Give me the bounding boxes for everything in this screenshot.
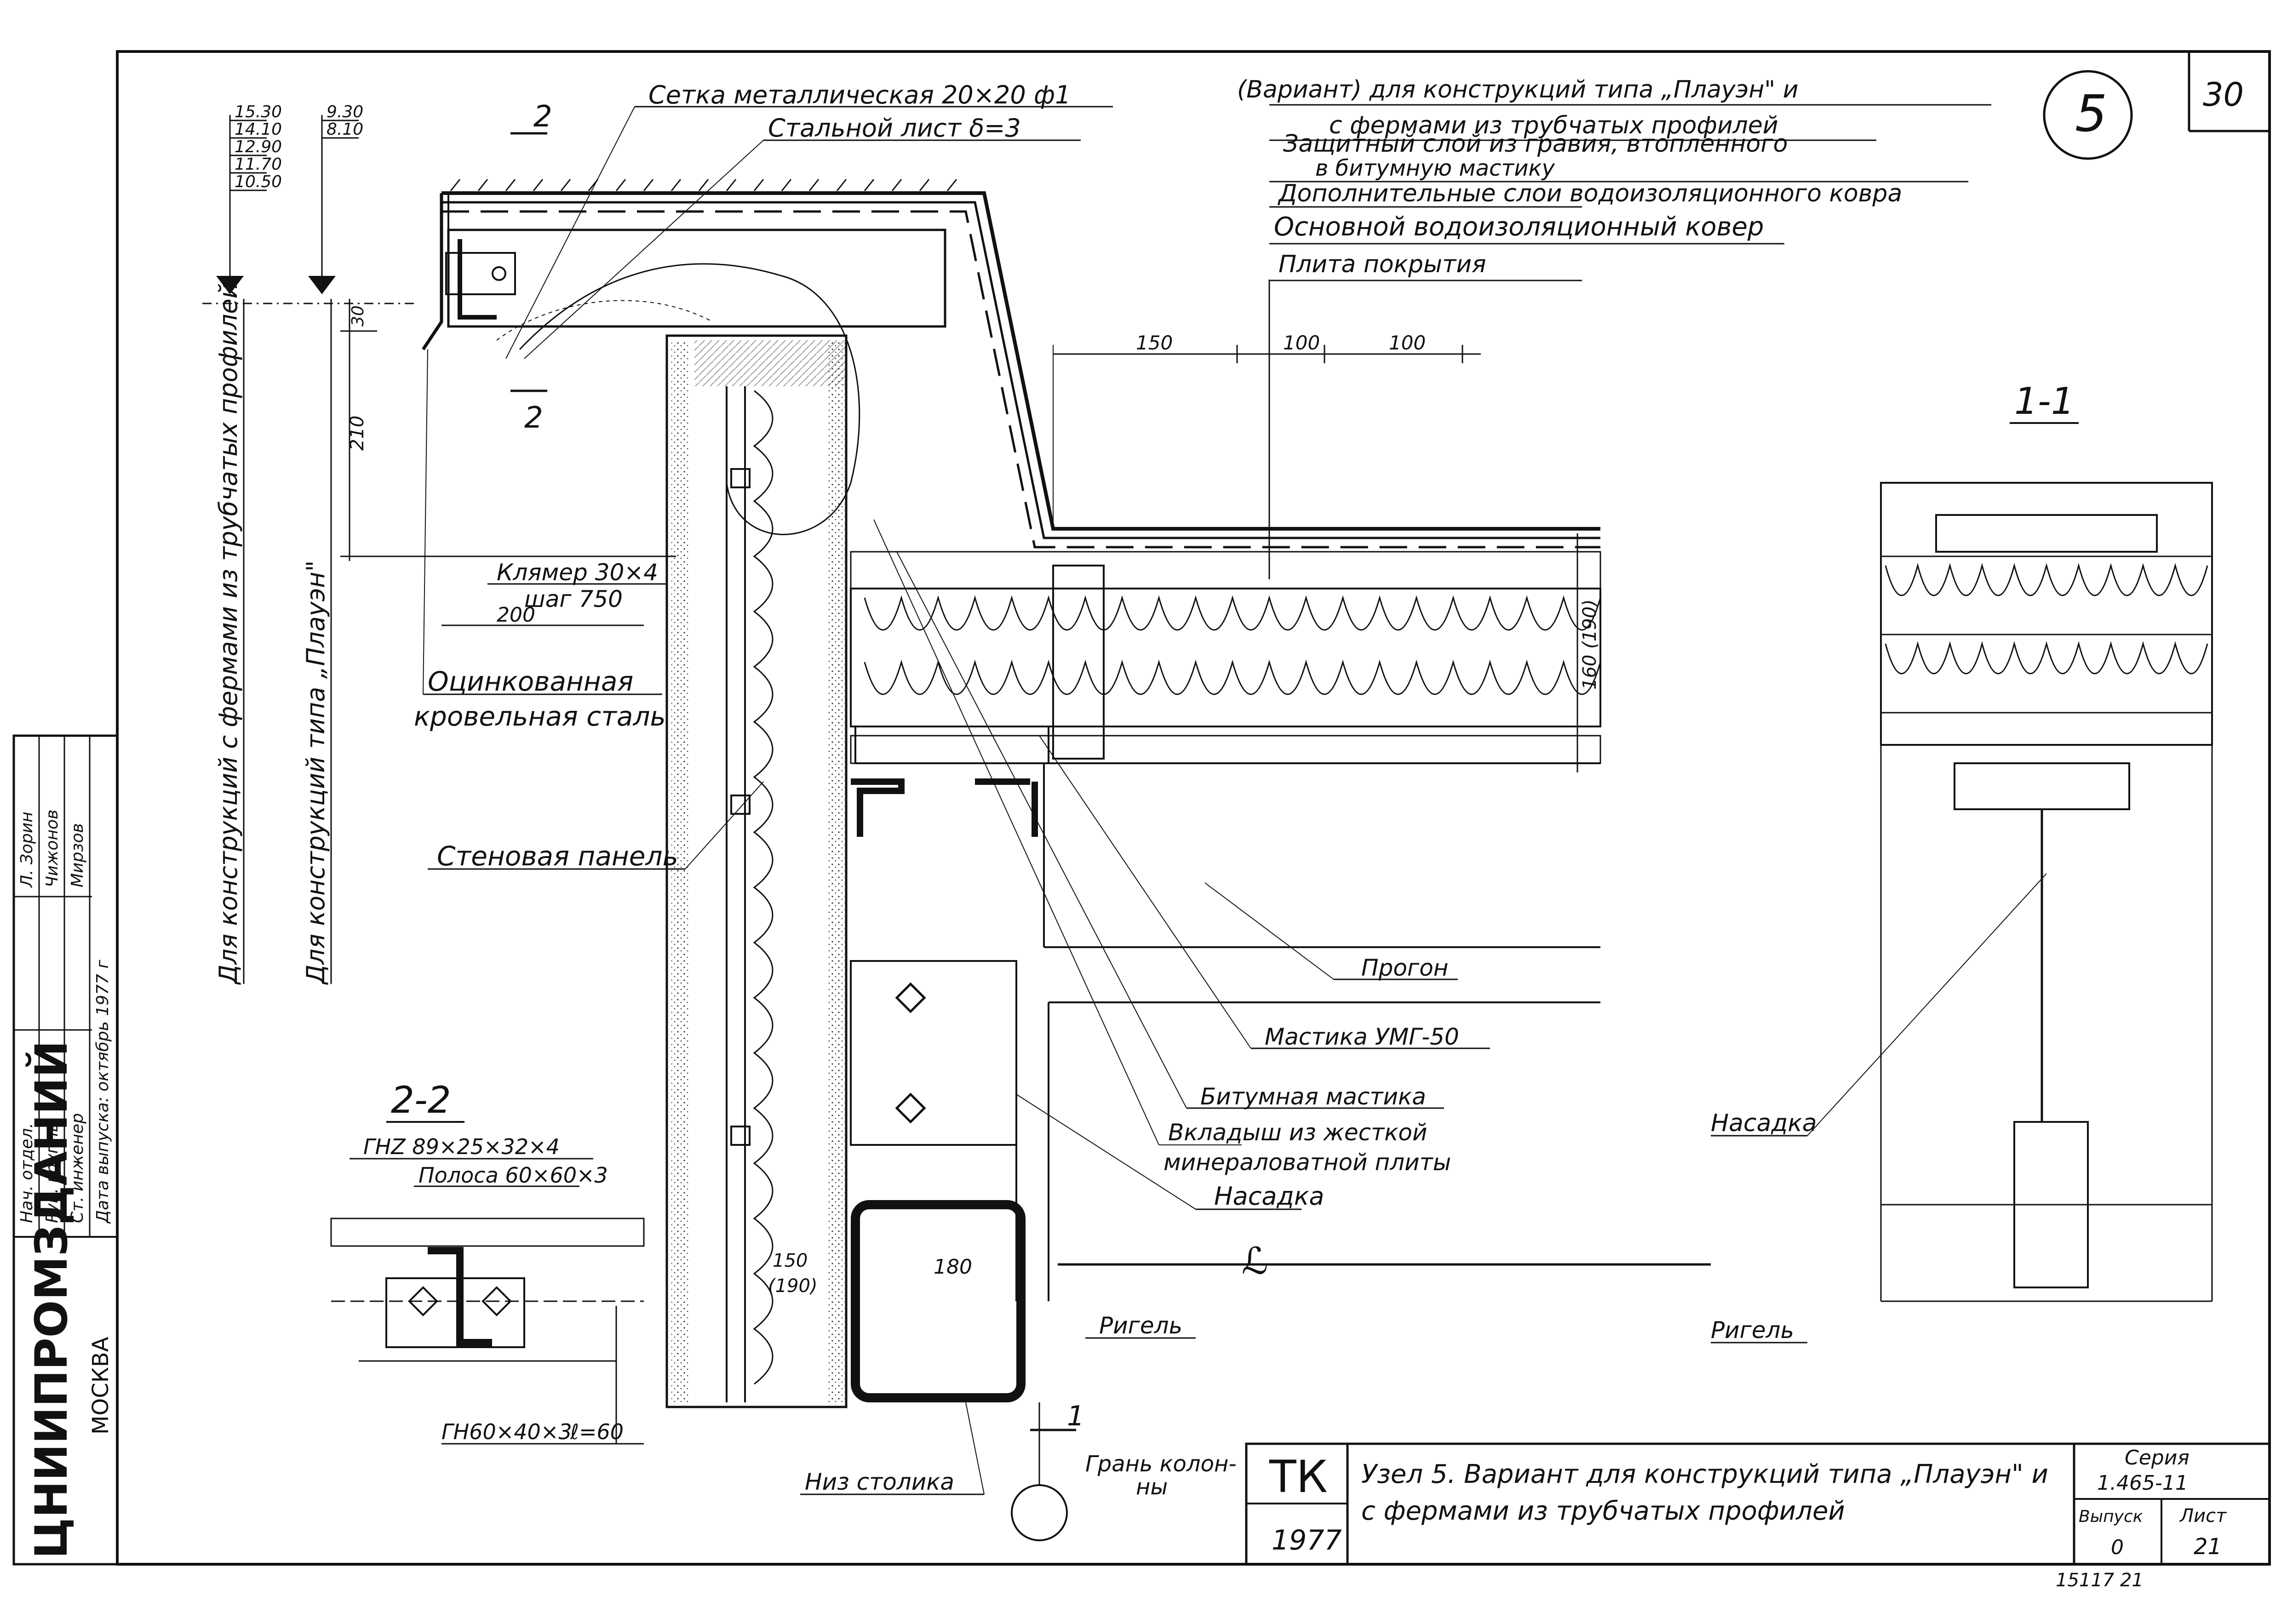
label-polosa: Полоса 60×60×3 (418, 1163, 608, 1188)
series-value: 1.465-11 (2097, 1471, 2188, 1495)
sig-date: Дата выпуска: октябрь 1977 г (93, 960, 112, 1224)
label-nasadka: Насадка (1214, 1182, 1324, 1211)
vertical-caption-plauen: Для конструкций типа „Плауэн" (301, 560, 330, 985)
dim-slab-thickness: 160 (190) (1576, 533, 1600, 772)
elev-2: 12.90 (235, 137, 282, 156)
series-label: Серия (2125, 1446, 2190, 1470)
elev-4: 10.50 (235, 172, 282, 191)
label-col-face-1: Грань колон- (1085, 1451, 1237, 1477)
column-bottom: 1 (800, 1400, 1084, 1541)
label-l-axis: ℒ (1242, 1240, 1268, 1282)
dim-parapet-height: 30 210 (340, 299, 377, 561)
leaders-right (873, 519, 1490, 1339)
elevation-marks: 15.30 14.10 12.90 11.70 10.50 9.30 8.10 (202, 103, 676, 557)
title-line-1: Узел 5. Вариант для конструкций типа „Пл… (1361, 1459, 2048, 1489)
label-purlin: Прогон (1361, 955, 1448, 981)
leaders-left (423, 106, 1113, 870)
cut-1: 1 (1067, 1400, 1084, 1432)
label-col-face-2: ны (1136, 1474, 1168, 1500)
section-1-1-title: 1-1 (2014, 380, 2075, 423)
label-steel-sheet: Стальной лист δ=3 (768, 114, 1021, 143)
elev-1: 14.10 (235, 120, 282, 139)
sig-name-1: Чижонов (43, 810, 62, 887)
sheet-number-box: 30 (2188, 51, 2270, 132)
sheet-number: 30 (2203, 76, 2244, 114)
legend-line-4: Дополнительные слои водоизоляционного ко… (1278, 180, 1902, 207)
label-col-bottom: Низ столика (805, 1469, 954, 1495)
label-wall-panel: Стеновая панель (437, 841, 678, 872)
label-galv-1: Оцинкованная (428, 666, 633, 697)
legend-line-5: Основной водоизоляционный ковер (1274, 212, 1764, 242)
sig-role-1: Рук. группы (43, 1119, 62, 1223)
node-number-badge: 5 (2043, 70, 2133, 160)
label-l60: ℓ=60 (570, 1419, 624, 1444)
label-clamp: Клямер 30×4 (497, 559, 658, 586)
label-insert-2: минераловатной плиты (1164, 1149, 1451, 1176)
label-dim-190b: (190) (768, 1275, 818, 1297)
label-gnz: ГНZ 89×25×32×4 (363, 1134, 560, 1159)
label-dim-200: 200 (497, 603, 535, 627)
dim-100a: 100 (1283, 332, 1320, 354)
label-rigel: Ригель (1099, 1312, 1182, 1339)
dim-30: 30 (349, 305, 367, 326)
signature-block: Нач. отдел. Л. Зорин Рук. группы Чижонов… (12, 734, 119, 1566)
dim-100b: 100 (1389, 332, 1426, 354)
section-cut-2: 2 2 (510, 100, 552, 435)
issue-label: Выпуск (2079, 1507, 2143, 1526)
dim-150: 150 (1136, 332, 1173, 354)
label-mesh: Сетка металлическая 20×20 ф1 (648, 80, 1071, 109)
legend-line-3: в битумную мастику (1315, 155, 1555, 181)
bottom-stamp: 15117 21 (2056, 1570, 2144, 1591)
elev-0: 15.30 (235, 103, 282, 121)
title-block: ТК 1977 Узел 5. Вариант для конструкций … (1245, 1442, 2271, 1566)
label-rigel-2: Ригель (1711, 1317, 1794, 1344)
org-name: ЦНИИПРОМЗДАНИЙ (25, 1041, 77, 1559)
label-mastic-umg: Мастика УМГ-50 (1265, 1024, 1459, 1050)
layer-legend: (Вариант) для конструкций типа „Плауэн" … (1237, 76, 1991, 579)
label-gn60: ГН60×40×3 (441, 1419, 572, 1444)
elev2-1: 8.10 (327, 120, 363, 139)
legend-line-1: с фермами из трубчатых профилей (1329, 112, 1778, 139)
section-2-2: 2-2 ГНZ 89×25×32×4 Полоса 60×60×3 ГН60×4… (330, 1079, 645, 1445)
cut-2-top: 2 (533, 100, 552, 134)
section-2-2-title: 2-2 (391, 1079, 451, 1121)
node-number: 5 (2075, 84, 2107, 143)
sheet-value: 21 (2194, 1534, 2222, 1560)
wall-panel-section (665, 334, 848, 1408)
sheet-label: Лист (2179, 1505, 2227, 1527)
elev-3: 11.70 (235, 155, 282, 174)
section-1-1: 1-1 Насадка Ригель (1711, 380, 2213, 1344)
legend-line-2: Защитный слой из гравия, втопленного (1283, 130, 1788, 158)
label-clamp-step: шаг 750 (524, 586, 623, 612)
title-year: 1977 (1272, 1524, 1342, 1556)
elev2-0: 9.30 (327, 103, 363, 121)
vertical-caption-tubes: Для конструкций с фермами из трубчатых п… (214, 282, 243, 985)
label-insert-1: Вкладыш из жесткой (1168, 1119, 1427, 1146)
title-line-2: с фермами из трубчатых профилей (1361, 1496, 1845, 1526)
label-galv-2: кровельная сталь (414, 701, 666, 732)
legend-line-0: (Вариант) для конструкций типа „Плауэн" … (1237, 76, 1799, 103)
dim-210: 210 (347, 416, 368, 451)
sig-name-0: Л. Зорин (17, 812, 36, 888)
org-city: МОСКВА (88, 1337, 114, 1435)
dim-160-190: 160 (190) (1579, 599, 1600, 690)
sig-role-2: Ст. инженер (68, 1113, 87, 1223)
sig-name-2: Мирзов (68, 823, 87, 887)
label-bitumen-mastic: Битумная мастика (1200, 1083, 1426, 1110)
roof-slab (850, 551, 1601, 948)
dim-top-string: 150 100 100 (1053, 332, 1481, 529)
title-code: ТК (1269, 1451, 1328, 1503)
column-head-and-rigel (850, 960, 1711, 1402)
label-180: 180 (934, 1255, 972, 1279)
legend-line-6: Плита покрытия (1278, 251, 1486, 278)
label-nasadka-2: Насадка (1711, 1109, 1817, 1137)
label-dim-150b: 150 (773, 1250, 808, 1271)
parapet-flashing (422, 179, 1600, 549)
issue-value: 0 (2111, 1536, 2124, 1559)
sig-role-0: Нач. отдел. (17, 1123, 36, 1223)
cut-2-bot: 2 (524, 401, 543, 435)
